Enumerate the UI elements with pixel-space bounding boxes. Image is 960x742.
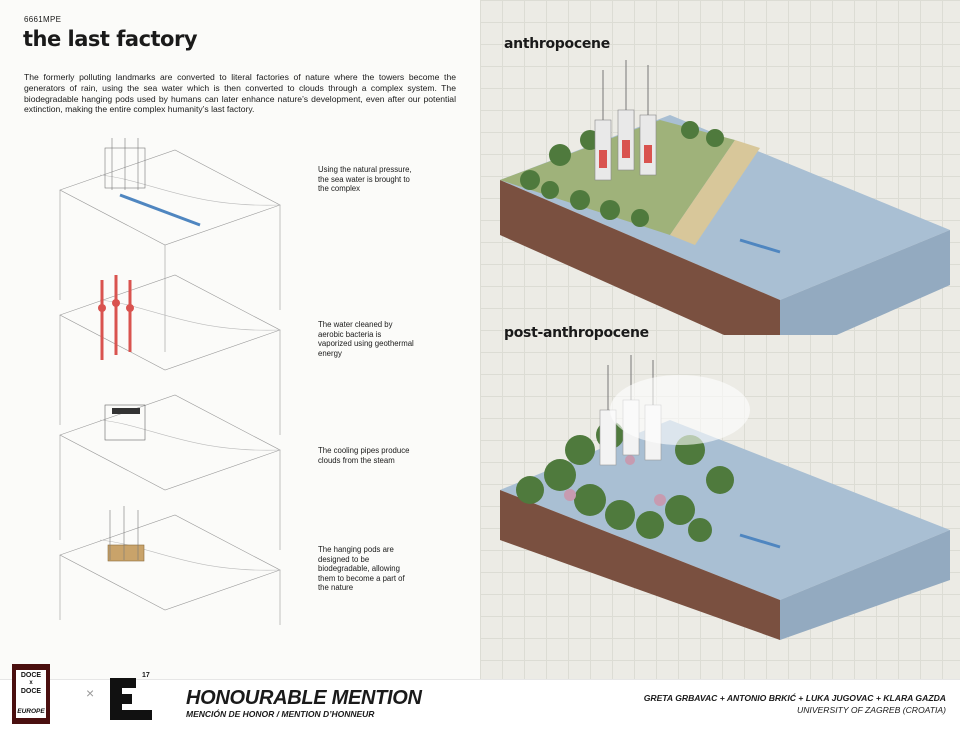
left-panel: 6661MPE the last factory The formerly po… [0, 0, 480, 679]
step-1-text: Using the natural pressure, the sea wate… [318, 165, 412, 194]
university: UNIVERSITY OF ZAGREB (CROATIA) [797, 705, 946, 715]
step-2-text: The water cleaned by aerobic bacteria is… [318, 320, 414, 358]
diagram-layer-3 [59, 394, 281, 550]
project-title: the last factory [23, 27, 198, 51]
anthropocene-illustration [500, 60, 950, 335]
footer-bar [0, 679, 960, 742]
award-subtitle: MENCIÓN DE HONOR / MENTION D’HONNEUR [186, 709, 375, 719]
logo-line-3: EUROPE [17, 708, 45, 715]
logo-line-2: DOCE [20, 688, 42, 695]
e17-logo [110, 678, 152, 720]
doce-europe-logo: DOCE x DOCE EUROPE [12, 664, 50, 724]
exploded-diagram [59, 138, 281, 625]
logo-line-1: DOCE [20, 672, 42, 679]
diagram-layer-1 [59, 138, 281, 352]
edition-number: 17 [142, 672, 150, 679]
authors: GRETA GRBAVAC + ANTONIO BRKIĆ + LUKA JUG… [643, 693, 946, 703]
diagram-layer-2 [59, 274, 281, 435]
step-3-text: The cooling pipes produce clouds from th… [318, 446, 410, 465]
award-title: HONOURABLE MENTION [186, 687, 422, 709]
post-anthropocene-illustration [500, 355, 950, 640]
scene-title-anthropocene: anthropocene [504, 36, 610, 52]
logo-x: x [29, 680, 33, 686]
project-intro: The formerly polluting landmarks are con… [24, 72, 456, 115]
collab-cross-icon: × [86, 685, 95, 701]
diagram-layer-4 [59, 506, 281, 625]
project-code: 6661MPE [24, 15, 62, 24]
step-4-text: The hanging pods are designed to be biod… [318, 545, 405, 593]
scene-title-post-anthropocene: post-anthropocene [504, 325, 649, 341]
